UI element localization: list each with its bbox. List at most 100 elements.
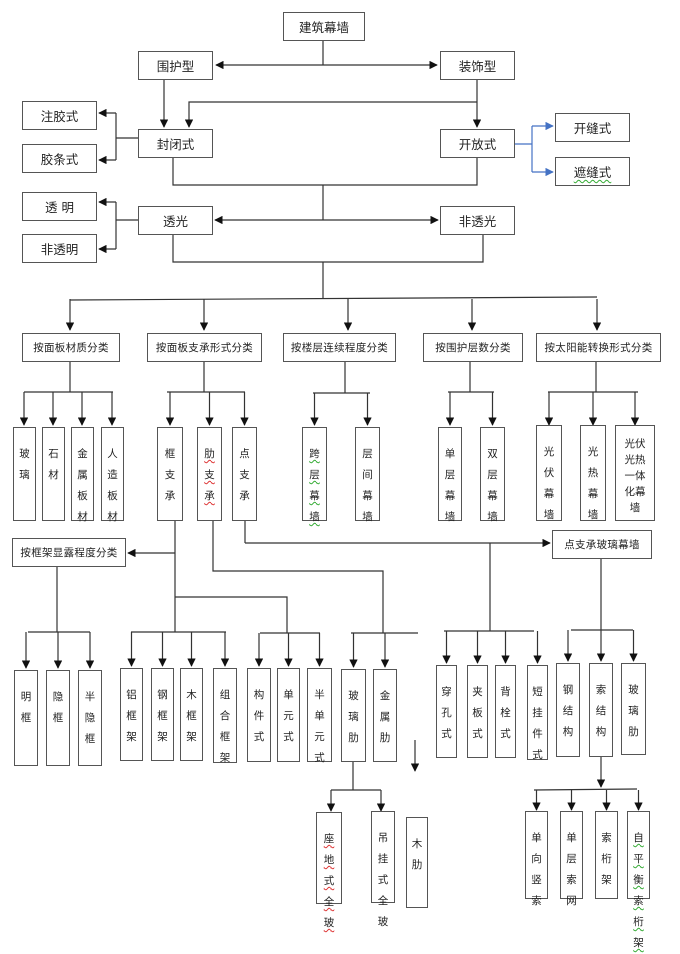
frame-unit-node-2-label: 半单元式	[314, 689, 325, 764]
frame-exposure-node: 按框架显露程度分类	[12, 538, 126, 567]
point-structure-node-0: 钢结构	[556, 663, 580, 757]
rib-node-1: 金属肋	[373, 669, 397, 762]
point-fixing-node-1: 夹板式	[467, 665, 488, 758]
material-node-3: 人造板材	[101, 427, 124, 523]
clear-node-label: 透 明	[45, 200, 74, 215]
decorative-type-node: 装饰型	[440, 51, 515, 80]
covered-joint-node-label: 遮缝式	[573, 165, 612, 180]
point-fixing-node-1-label: 夹板式	[472, 686, 483, 740]
point-fixing-node-3-label: 短挂件式	[532, 686, 543, 761]
cable-node-1-label: 单层索网	[566, 832, 577, 907]
frame-unit-node-1: 单元式	[277, 668, 300, 762]
exposure-node-0-label: 明框	[20, 691, 32, 724]
exposure-node-1: 隐框	[46, 670, 70, 766]
glue-injection-node: 注胶式	[22, 101, 97, 130]
cable-node-3-label: 自平衡索桁架	[633, 832, 644, 949]
non-clear-node: 非透明	[22, 234, 97, 263]
solar-node-0-label: 光伏幕墙	[543, 446, 555, 521]
frame-unit-node-0-label: 构件式	[253, 689, 265, 743]
point-structure-node-1-label: 索结构	[595, 684, 607, 738]
solar-node-2-label: 光伏光热一体化幕墙	[624, 438, 646, 514]
frame-unit-node-1-label: 单元式	[283, 689, 294, 743]
category-node-3-label: 按围护层数分类	[435, 342, 511, 354]
frame-material-node-3-label: 组合框架	[219, 689, 231, 764]
floor-node-0: 跨层幕墙	[302, 427, 327, 523]
open-joint-node-label: 开缝式	[573, 121, 612, 136]
category-node-4-label: 按太阳能转换形式分类	[544, 342, 653, 354]
solar-node-1-label: 光热幕墙	[587, 446, 599, 521]
exposure-node-1-label: 隐框	[52, 691, 64, 724]
covered-joint-node: 遮缝式	[555, 157, 630, 186]
category-node-0: 按面板材质分类	[22, 333, 120, 362]
category-node-1-label: 按面板支承形式分类	[155, 342, 254, 354]
gasket-node: 胶条式	[22, 144, 97, 173]
layer-node-1: 双层幕墙	[480, 427, 505, 523]
root-node-label: 建筑幕墙	[298, 20, 349, 35]
exposure-node-2-label: 半隐框	[84, 691, 96, 745]
enclosure-type-node: 围护型	[138, 51, 213, 80]
point-support-glass-node-label: 点支承玻璃幕墙	[564, 539, 640, 551]
solar-node-1: 光热幕墙	[580, 425, 606, 521]
rib-node-0-label: 玻璃肋	[348, 690, 359, 744]
cable-node-1: 单层索网	[560, 811, 583, 907]
floor-node-1-label: 层间幕墙	[362, 448, 373, 523]
glass-rib-node-0-label: 座地式全玻	[323, 833, 335, 929]
glass-rib-node-1: 吊挂式全玻	[371, 811, 395, 928]
rib-support-to-rib-group	[212, 521, 384, 633]
point-support-glass-node: 点支承玻璃幕墙	[552, 530, 652, 559]
frame-material-node-2-label: 木框架	[186, 689, 197, 743]
point-fixing-node-2-label: 背栓式	[500, 686, 511, 740]
opaque-node-label: 非透光	[458, 214, 497, 229]
frame-support-to-unit-group	[175, 596, 288, 633]
support-node-0: 框支承	[157, 427, 183, 521]
frame-material-node-2: 木框架	[180, 668, 203, 761]
category-node-4: 按太阳能转换形式分类	[536, 333, 661, 362]
layer-node-1-label: 双层幕墙	[487, 448, 498, 523]
frame-material-node-0-label: 铝框架	[126, 689, 137, 743]
material-node-1: 石材	[42, 427, 65, 521]
exposure-node-0: 明框	[14, 670, 38, 766]
floor-node-0-label: 跨层幕墙	[309, 448, 320, 523]
material-node-2-label: 金属板材	[77, 448, 88, 523]
support-node-1-label: 肋支承	[204, 448, 215, 502]
point-fixing-node-0: 穿孔式	[436, 665, 457, 758]
rib-node-1-label: 金属肋	[379, 690, 391, 744]
open-type-node: 开放式	[440, 129, 515, 158]
wood-rib-node: 木肋	[406, 817, 428, 908]
frame-material-node-0: 铝框架	[120, 668, 143, 761]
closed-type-node: 封闭式	[138, 129, 213, 158]
glass-rib-node-1-label: 吊挂式全玻	[377, 832, 389, 928]
non-clear-node-label: 非透明	[40, 242, 79, 257]
point-structure-node-2-label: 玻璃肋	[628, 684, 639, 738]
transparent-node: 透光	[138, 206, 213, 235]
category-node-0-label: 按面板材质分类	[33, 342, 109, 354]
cable-bus	[533, 788, 638, 791]
point-structure-node-1: 索结构	[589, 663, 613, 757]
support-node-0-label: 框支承	[164, 448, 176, 502]
frame-exposure-node-label: 按框架显露程度分类	[20, 547, 118, 559]
category-node-3: 按围护层数分类	[423, 333, 523, 362]
category-bus	[69, 296, 598, 301]
solar-node-0: 光伏幕墙	[536, 425, 562, 521]
cable-node-3: 自平衡索桁架	[627, 811, 650, 949]
cable-node-2: 索桁架	[595, 811, 618, 899]
frame-unit-node-2: 半单元式	[307, 668, 332, 764]
closed-type-node-label: 封闭式	[156, 137, 195, 152]
cable-node-0-label: 单向竖索	[531, 832, 542, 907]
light-merge	[172, 235, 484, 263]
cable-node-2-label: 索桁架	[601, 832, 612, 886]
support-node-2-label: 点支承	[239, 448, 250, 502]
category-node-1: 按面板支承形式分类	[147, 333, 262, 362]
support-node-1: 肋支承	[197, 427, 222, 521]
layer-node-0-label: 单层幕墙	[444, 448, 456, 523]
frame-material-node-1: 钢框架	[151, 668, 174, 761]
cable-node-0: 单向竖索	[525, 811, 548, 907]
point-structure-node-0-label: 钢结构	[562, 684, 574, 738]
closed-open-merge	[172, 158, 478, 186]
transparent-node-label: 透光	[162, 214, 188, 229]
rib-node-0: 玻璃肋	[341, 669, 366, 762]
glass-rib-node-0: 座地式全玻	[316, 812, 342, 929]
material-node-1-label: 石材	[48, 448, 59, 481]
opaque-node: 非透光	[440, 206, 515, 235]
